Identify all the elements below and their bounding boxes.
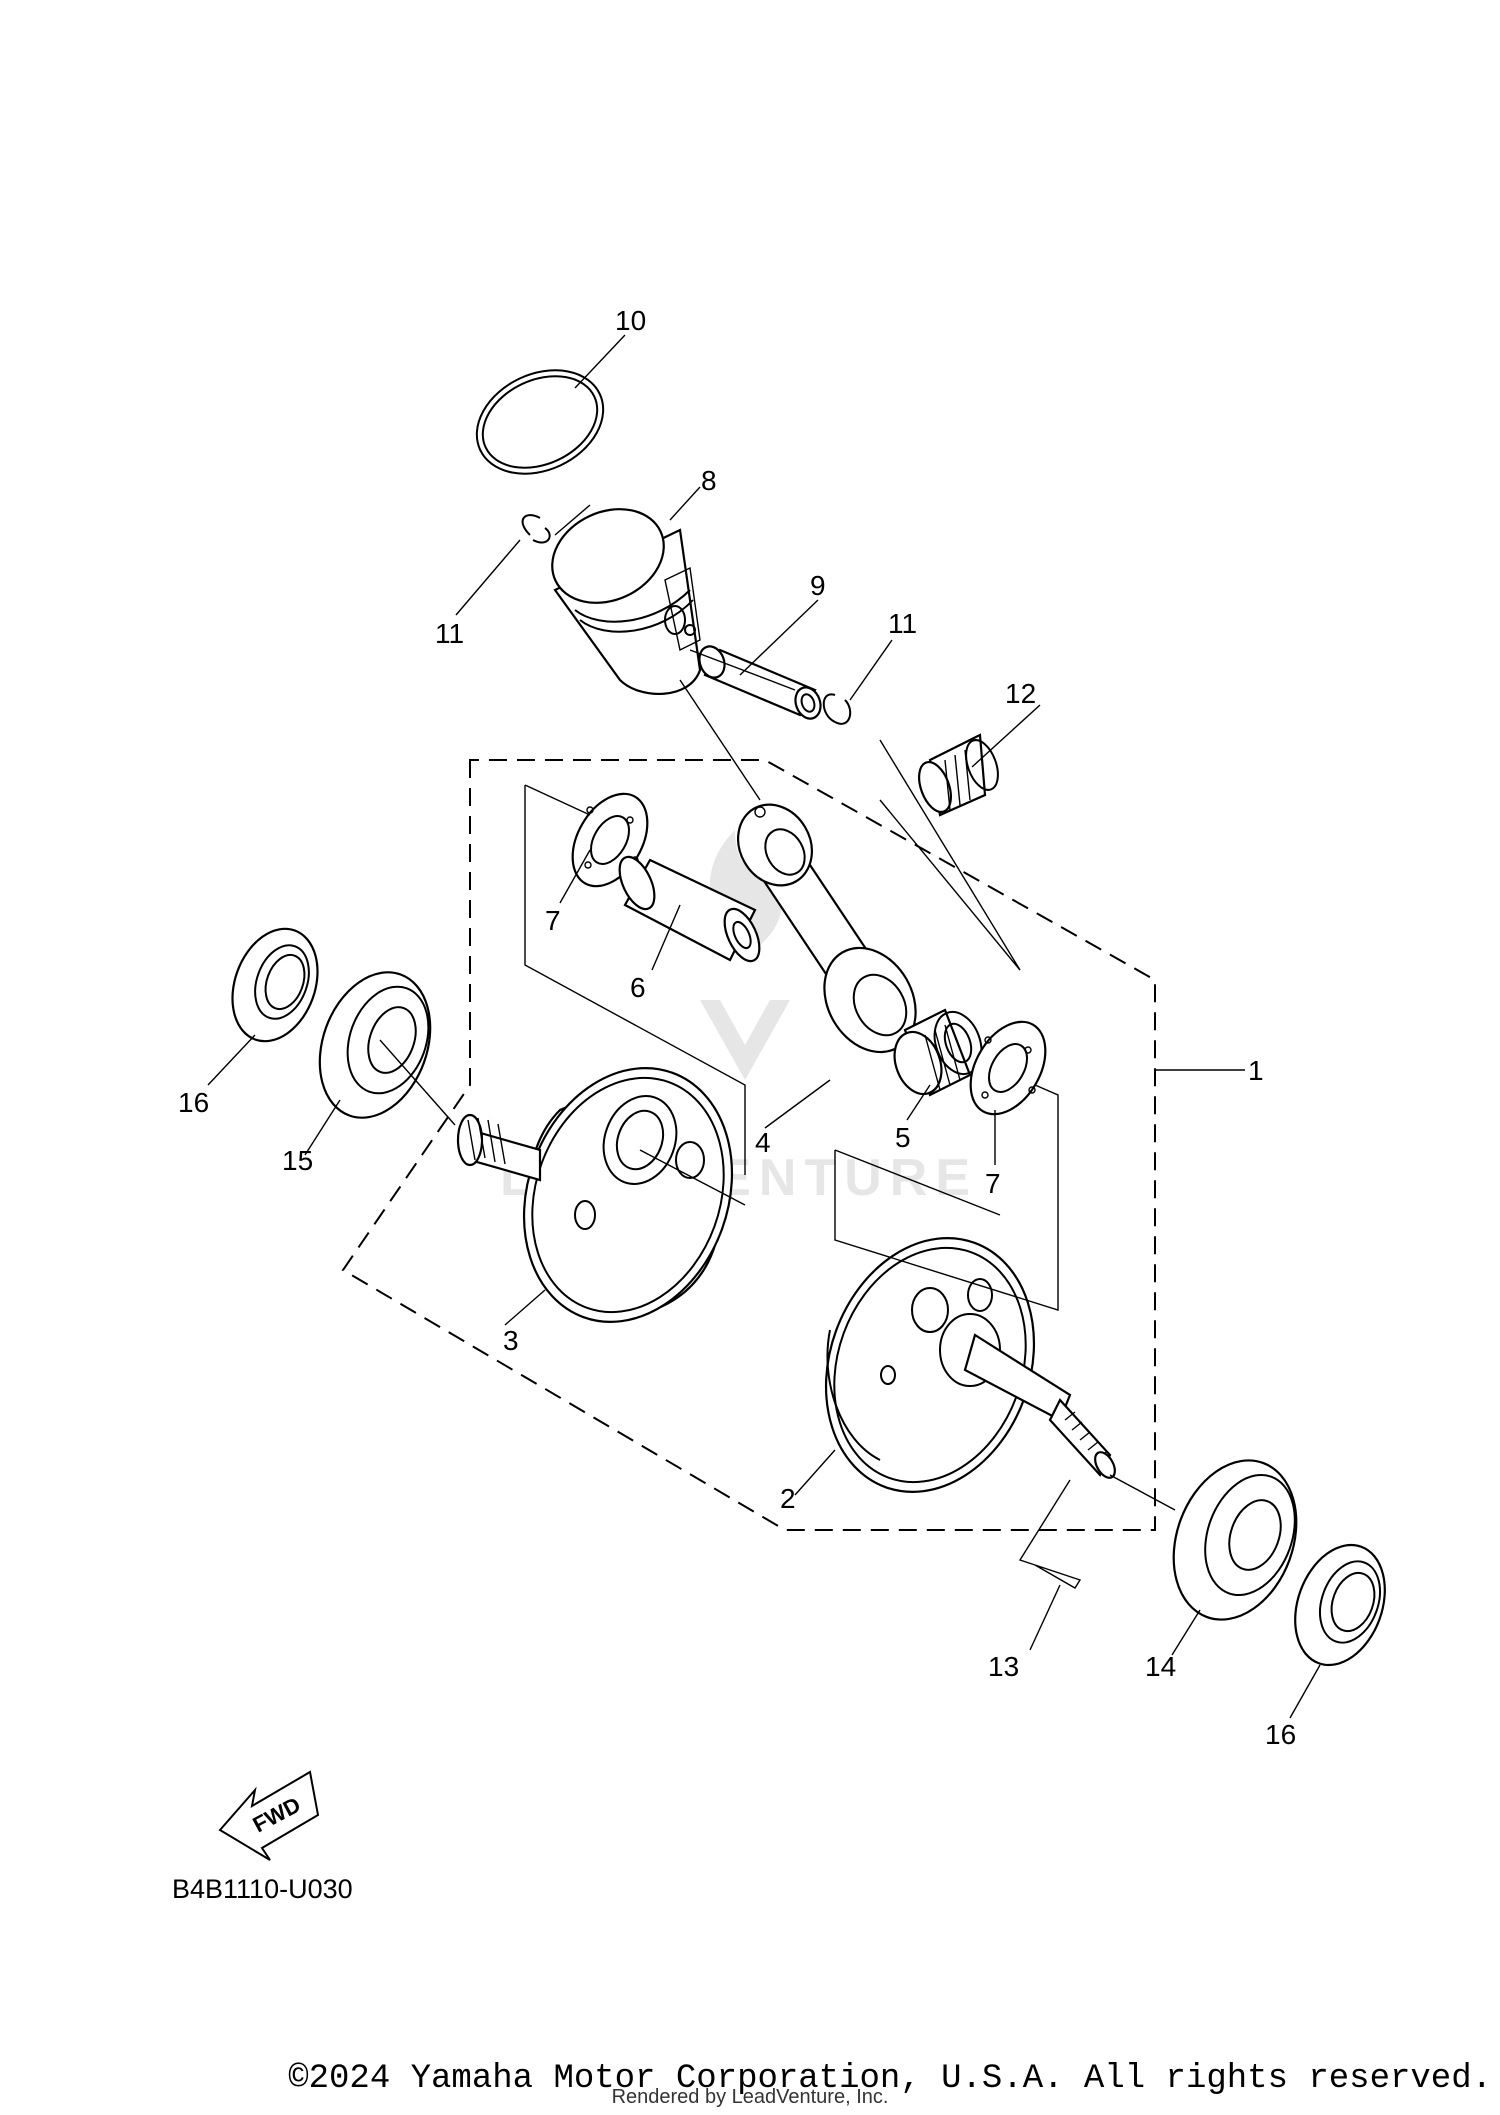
assembly-lines — [379, 504, 1176, 1566]
crank-pin — [618, 855, 761, 963]
connecting-rod — [737, 803, 917, 1054]
bearing-right — [1172, 1459, 1298, 1621]
small-end-needle-bearing — [918, 733, 999, 817]
leader-lines — [207, 334, 1321, 1719]
fwd-label: FWD — [249, 1792, 305, 1838]
thrust-washer-right — [969, 1020, 1047, 1116]
callout-6: 6 — [630, 972, 646, 1003]
callout-16b: 16 — [1265, 1719, 1296, 1750]
callout-1: 1 — [1248, 1055, 1264, 1086]
callout-2: 2 — [780, 1483, 796, 1514]
callout-8: 8 — [701, 465, 717, 496]
crank-right — [824, 1237, 1116, 1493]
callout-7b: 7 — [985, 1168, 1001, 1199]
bearing-left — [318, 971, 432, 1119]
crank-left — [456, 1067, 734, 1323]
callout-14: 14 — [1145, 1651, 1176, 1682]
rendered-by-notice: Rendered by LeadVenture, Inc. — [611, 2086, 889, 2108]
callout-16a: 16 — [178, 1087, 209, 1118]
oil-seal-right — [1294, 1543, 1386, 1667]
big-end-needle-bearing — [893, 1008, 983, 1097]
woodruff-key — [1034, 1564, 1082, 1589]
callout-11a: 11 — [435, 618, 464, 649]
callout-11b: 11 — [888, 608, 917, 639]
oil-seal-left — [231, 927, 319, 1043]
callout-7a: 7 — [545, 905, 561, 936]
fwd-arrow-icon: FWD — [218, 1770, 320, 1861]
callout-10: 10 — [615, 305, 646, 336]
piston-pin — [698, 645, 822, 720]
callout-labels: 1 2 3 4 5 6 7 7 8 9 10 11 11 12 13 14 15… — [178, 305, 1296, 1750]
piston-pin-clip-right — [822, 693, 852, 725]
callout-3: 3 — [503, 1325, 519, 1356]
callout-15: 15 — [282, 1145, 313, 1176]
piston — [551, 508, 702, 696]
callout-4: 4 — [755, 1127, 771, 1158]
drawing-code: B4B1110-U030 — [172, 1874, 353, 1904]
callout-13: 13 — [988, 1651, 1019, 1682]
piston-pin-clip-left — [521, 514, 551, 544]
callout-9: 9 — [810, 570, 826, 601]
crankshaft-assembly-boundary — [341, 759, 1156, 1531]
copyright-notice: ©2024 Yamaha Motor Corporation, U.S.A. A… — [288, 2060, 1492, 2098]
callout-5: 5 — [895, 1122, 911, 1153]
callout-12: 12 — [1005, 678, 1036, 709]
piston-ring — [475, 369, 605, 475]
